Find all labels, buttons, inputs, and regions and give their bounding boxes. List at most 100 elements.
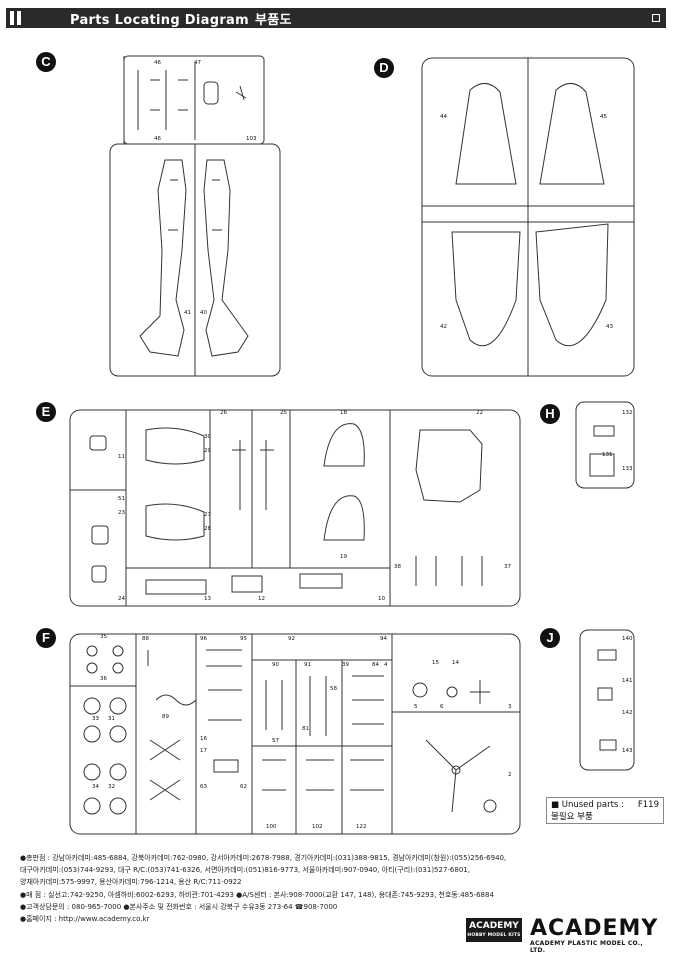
part-cowling: [415, 429, 483, 503]
part-label: 142: [622, 710, 633, 716]
sprue-frame-d: [421, 57, 635, 377]
section-badge-c: C: [36, 52, 56, 72]
part-label: 122: [356, 824, 367, 830]
part-label: 5: [414, 704, 418, 710]
part-label: 19: [340, 554, 347, 560]
part-label: 88: [142, 636, 149, 642]
unused-parts-label: ■ Unused parts :: [551, 800, 624, 810]
part-wing-upper-right: [539, 83, 605, 185]
part-label: 103: [246, 136, 257, 142]
dealer-line: 대구아카데미:(053)744-9293, 대구 R/C:(053)741-63…: [20, 866, 470, 875]
section-badge-h: H: [540, 404, 560, 424]
part-label: 90: [272, 662, 279, 668]
part-label: 36: [100, 676, 107, 682]
part-label: 38: [394, 564, 401, 570]
part-label: 100: [266, 824, 277, 830]
part-label: 17: [200, 748, 207, 754]
part-label: 92: [288, 636, 295, 642]
part-label: 31: [108, 716, 115, 722]
section-badge-j: J: [540, 628, 560, 648]
unused-parts-value: F119: [637, 800, 659, 810]
part-label: 94: [380, 636, 387, 642]
section-badge-e: E: [36, 402, 56, 422]
academy-small-logo: ACADEMY HOBBY MODEL KITS: [466, 918, 522, 942]
part-label: 81: [302, 726, 309, 732]
part-fuselage-left: [139, 159, 187, 357]
part-label: 89: [162, 714, 169, 720]
homepage-line: ●홈페이지 : http://www.academy.co.kr: [20, 915, 150, 924]
part-label: 96: [200, 636, 207, 642]
dealer-info: ●총판점 : 강남아카데미:485-6884, 강북아카데미:762-0980,…: [20, 852, 540, 925]
part-label: 63: [200, 784, 207, 790]
part-label: 14: [452, 660, 459, 666]
part-propeller: [425, 739, 491, 813]
dealer-line: 양재아카데미:575-9997, 용산아카데미:796-1214, 용산 R/C…: [20, 878, 242, 887]
part-label: 102: [312, 824, 323, 830]
part-label: 44: [440, 114, 447, 120]
part-label: 51: [118, 496, 125, 502]
dealer-line: ●매 점 : 실선고:742-9250, 아셈하비:6002-6293, 하비관…: [20, 890, 494, 899]
corner-square-icon: [652, 14, 660, 22]
part-label: 91: [304, 662, 311, 668]
part-label: 22: [476, 410, 483, 416]
part-label: 2: [508, 772, 512, 778]
dealer-line: ●총판점 : 강남아카데미:485-6884, 강북아카데미:762-0980,…: [20, 854, 507, 862]
part-label: 3: [508, 704, 512, 710]
sprue-frame-c: [109, 55, 281, 377]
part-label: 45: [600, 114, 607, 120]
part-label: 25: [280, 410, 287, 416]
part-label: 43: [606, 324, 613, 330]
part-label: 16: [200, 736, 207, 742]
part-label: 133: [622, 466, 633, 472]
part-label: 32: [108, 784, 115, 790]
part-label: 29: [204, 448, 211, 454]
sprue-frame-j: [579, 629, 635, 771]
part-label: 47: [194, 60, 201, 66]
part-wing-lower-right: [535, 223, 609, 347]
part-label: 10: [378, 596, 385, 602]
part-label: 35: [100, 634, 107, 640]
academy-logo: ACADEMY ACADEMY PLASTIC MODEL CO., LTD.: [530, 916, 659, 955]
part-label: 34: [92, 784, 99, 790]
part-label: 141: [622, 678, 633, 684]
part-label: 41: [184, 310, 191, 316]
part-label: 30: [204, 434, 211, 440]
sprue-frame-e: [69, 409, 521, 607]
part-label: 143: [622, 748, 633, 754]
part-label: 4: [384, 662, 388, 668]
part-label: 40: [200, 310, 207, 316]
part-label: 33: [92, 716, 99, 722]
part-label: 42: [440, 324, 447, 330]
part-label: 27: [204, 512, 211, 518]
part-label: 24: [118, 596, 125, 602]
part-fuselage-right: [203, 159, 249, 357]
part-label: 46: [154, 60, 161, 66]
sprue-frame-f: [69, 633, 521, 835]
part-label: 58: [330, 686, 337, 692]
part-label: 84: [372, 662, 379, 668]
section-badge-d: D: [374, 58, 394, 78]
part-label: 6: [440, 704, 444, 710]
part-label: 131: [602, 452, 613, 458]
part-label: 15: [432, 660, 439, 666]
part-label: 11: [118, 454, 125, 460]
part-label: 62: [240, 784, 247, 790]
part-wing-upper-left: [455, 83, 517, 185]
part-label: 39: [342, 662, 349, 668]
part-label: 12: [258, 596, 265, 602]
part-label: 132: [622, 410, 633, 416]
part-label: 23: [118, 510, 125, 516]
unused-parts-label-ko: 불필요 부품: [551, 812, 593, 822]
part-label: 57: [272, 738, 279, 744]
part-label: 13: [204, 596, 211, 602]
sprue-frame-h: [575, 401, 635, 489]
dealer-line: ●고객상담문의 : 080-965-7000 ●본사주소 및 전화번호 : 서울…: [20, 902, 338, 911]
part-label: 18: [340, 410, 347, 416]
section-badge-f: F: [36, 628, 56, 648]
unused-parts-box: ■ Unused parts : F119 불필요 부품: [546, 797, 664, 824]
part-label: 26: [220, 410, 227, 416]
